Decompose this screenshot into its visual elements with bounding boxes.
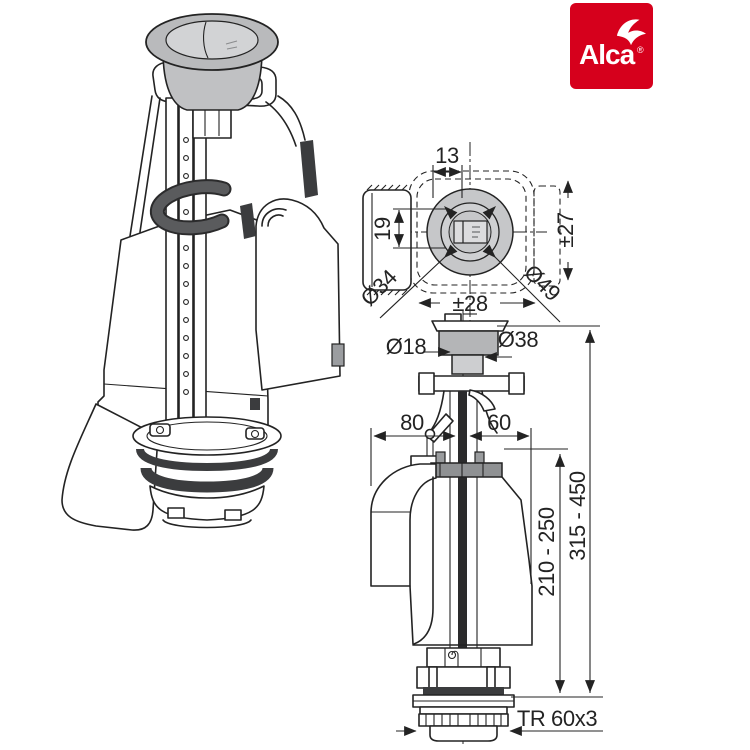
bird-icon [616, 19, 646, 46]
flush-button-top [426, 188, 514, 276]
dim-210-250: 210 - 250 [534, 507, 559, 597]
illustration-3d [61, 13, 345, 531]
mounting-bar [430, 462, 503, 478]
lift-mast [165, 97, 207, 425]
dim-13: 13 [435, 143, 459, 168]
flush-lever [410, 389, 496, 467]
dim-pm27: ±27 [553, 212, 578, 248]
valve-base-side [412, 647, 515, 742]
valve-base [132, 416, 282, 529]
float-chamber [255, 198, 341, 391]
dim-60: 60 [487, 410, 511, 435]
top-view-dimensions [379, 165, 573, 323]
side-view-dimensions [370, 325, 603, 736]
thread [418, 713, 509, 727]
locking-clip [149, 179, 232, 236]
brand-text: Alca [579, 39, 635, 70]
alca-logo: Alca ® [570, 3, 653, 89]
thread-spec: TR 60x3 [517, 706, 598, 731]
dim-d18: Ø18 [386, 334, 427, 359]
dim-19: 19 [370, 217, 395, 241]
overflow-pipe [370, 463, 437, 587]
dim-d38: Ø38 [498, 327, 539, 352]
flush-button-3d [145, 13, 279, 71]
dim-80: 80 [400, 410, 424, 435]
registered-mark: ® [637, 45, 644, 55]
top-view: 13 19 ±27 Ø34 Ø49 ±28 [356, 142, 578, 323]
dim-315-450: 315 - 450 [565, 471, 590, 561]
side-view: Ø18 Ø38 80 60 210 - 250 315 - 450 TR 60x… [370, 310, 603, 745]
flush-button-side [431, 313, 509, 375]
dim-pm28: ±28 [452, 291, 488, 316]
